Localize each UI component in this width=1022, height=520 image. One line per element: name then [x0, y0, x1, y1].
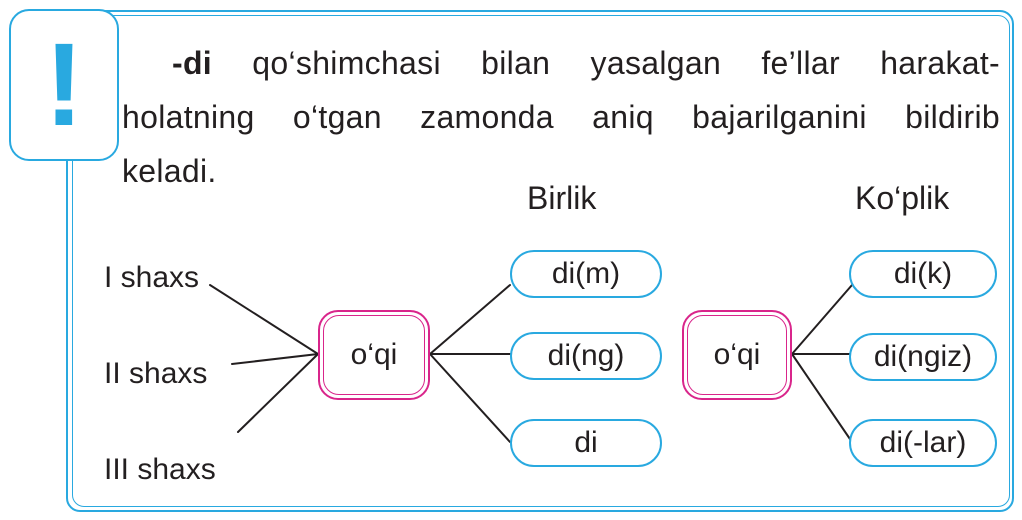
info-frame-inner	[72, 15, 1010, 507]
line-person-1	[209, 284, 319, 355]
plural-suffix-1: di(k)	[849, 250, 997, 298]
plural-suffix-3: di(-lar)	[849, 419, 997, 467]
singular-root-label: o‘qi	[350, 338, 398, 371]
singular-suffix-3: di	[510, 419, 662, 467]
plural-root-label: o‘qi	[713, 338, 761, 371]
line-sg-3	[429, 353, 511, 443]
line-pl-1	[791, 284, 853, 355]
rule-line-2: holatning o‘tgan zamonda aniq bajarilgan…	[122, 99, 1000, 135]
rule-suffix-bold: -di	[172, 45, 212, 81]
rule-line-1: -di qo‘shimchasi bilan yasalgan fe’llar …	[172, 45, 1000, 81]
line-person-3	[237, 353, 319, 433]
person-2: II shaxs	[104, 357, 208, 390]
line-sg-1	[429, 284, 511, 355]
info-frame-outer	[66, 10, 1014, 512]
rule-text: -di qo‘shimchasi bilan yasalgan fe’llar …	[122, 36, 1000, 198]
singular-title: Birlik	[527, 180, 597, 216]
singular-suffix-1: di(m)	[510, 250, 662, 298]
rule-line-3: keladi.	[122, 153, 217, 189]
exclamation-icon: !	[44, 19, 84, 151]
line-pl-3	[791, 353, 853, 443]
singular-suffix-2: di(ng)	[510, 332, 662, 380]
plural-title: Ko‘plik	[855, 180, 950, 216]
attention-badge: !	[9, 9, 119, 161]
line-person-2	[231, 353, 319, 365]
person-1: I shaxs	[104, 261, 200, 294]
person-3: III shaxs	[104, 453, 216, 486]
singular-root-box: o‘qi	[318, 310, 430, 400]
plural-root-box: o‘qi	[682, 310, 792, 400]
plural-suffix-2: di(ngiz)	[849, 333, 997, 381]
